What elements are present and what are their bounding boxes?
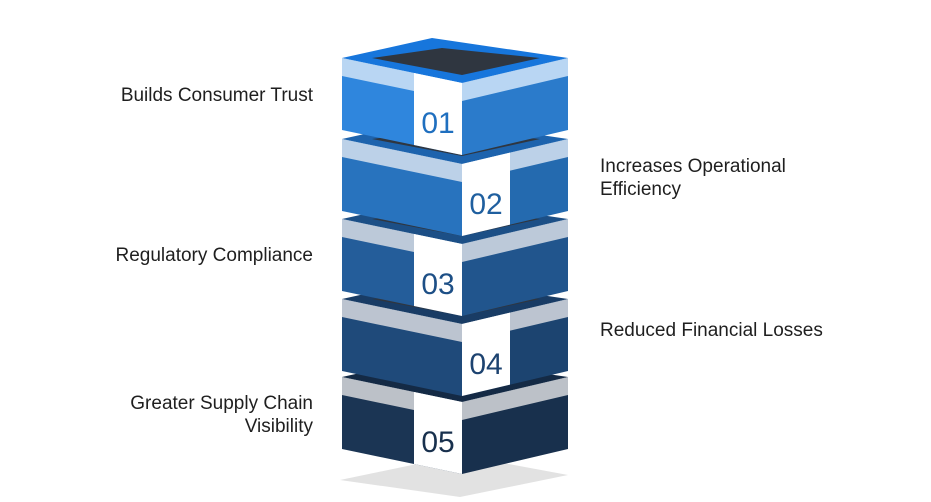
tower-shadow	[340, 455, 568, 497]
number-panel	[462, 312, 510, 396]
label-line: Visibility	[244, 416, 313, 437]
number-panel	[414, 392, 462, 474]
number-panel	[414, 73, 462, 155]
block-band-right	[462, 377, 568, 420]
tier-number: 05	[421, 426, 454, 459]
block-band-right	[462, 219, 568, 262]
label-increases-operational-efficiency: Increases Operational Efficiency	[600, 155, 786, 201]
label-regulatory-compliance: Regulatory Compliance	[115, 245, 314, 266]
block-band-left	[342, 299, 462, 342]
tier-number: 04	[469, 348, 502, 381]
block-top-inner	[372, 48, 540, 75]
tier-number: 02	[469, 188, 502, 221]
block-band-right	[462, 58, 568, 101]
tier-number: 01	[421, 107, 454, 140]
label-greater-supply-chain-visibility: Greater Supply Chain Visibility	[130, 392, 313, 438]
block-band-left	[342, 139, 462, 182]
label-line: Increases Operational	[600, 156, 786, 177]
label-line: Efficiency	[600, 179, 681, 200]
label-builds-consumer-trust: Builds Consumer Trust	[120, 85, 313, 106]
label-line: Greater Supply Chain	[130, 393, 313, 414]
number-panel	[462, 152, 510, 236]
tier-number: 03	[421, 268, 454, 301]
label-reduced-financial-losses: Reduced Financial Losses	[600, 320, 823, 341]
number-panel	[414, 234, 462, 316]
